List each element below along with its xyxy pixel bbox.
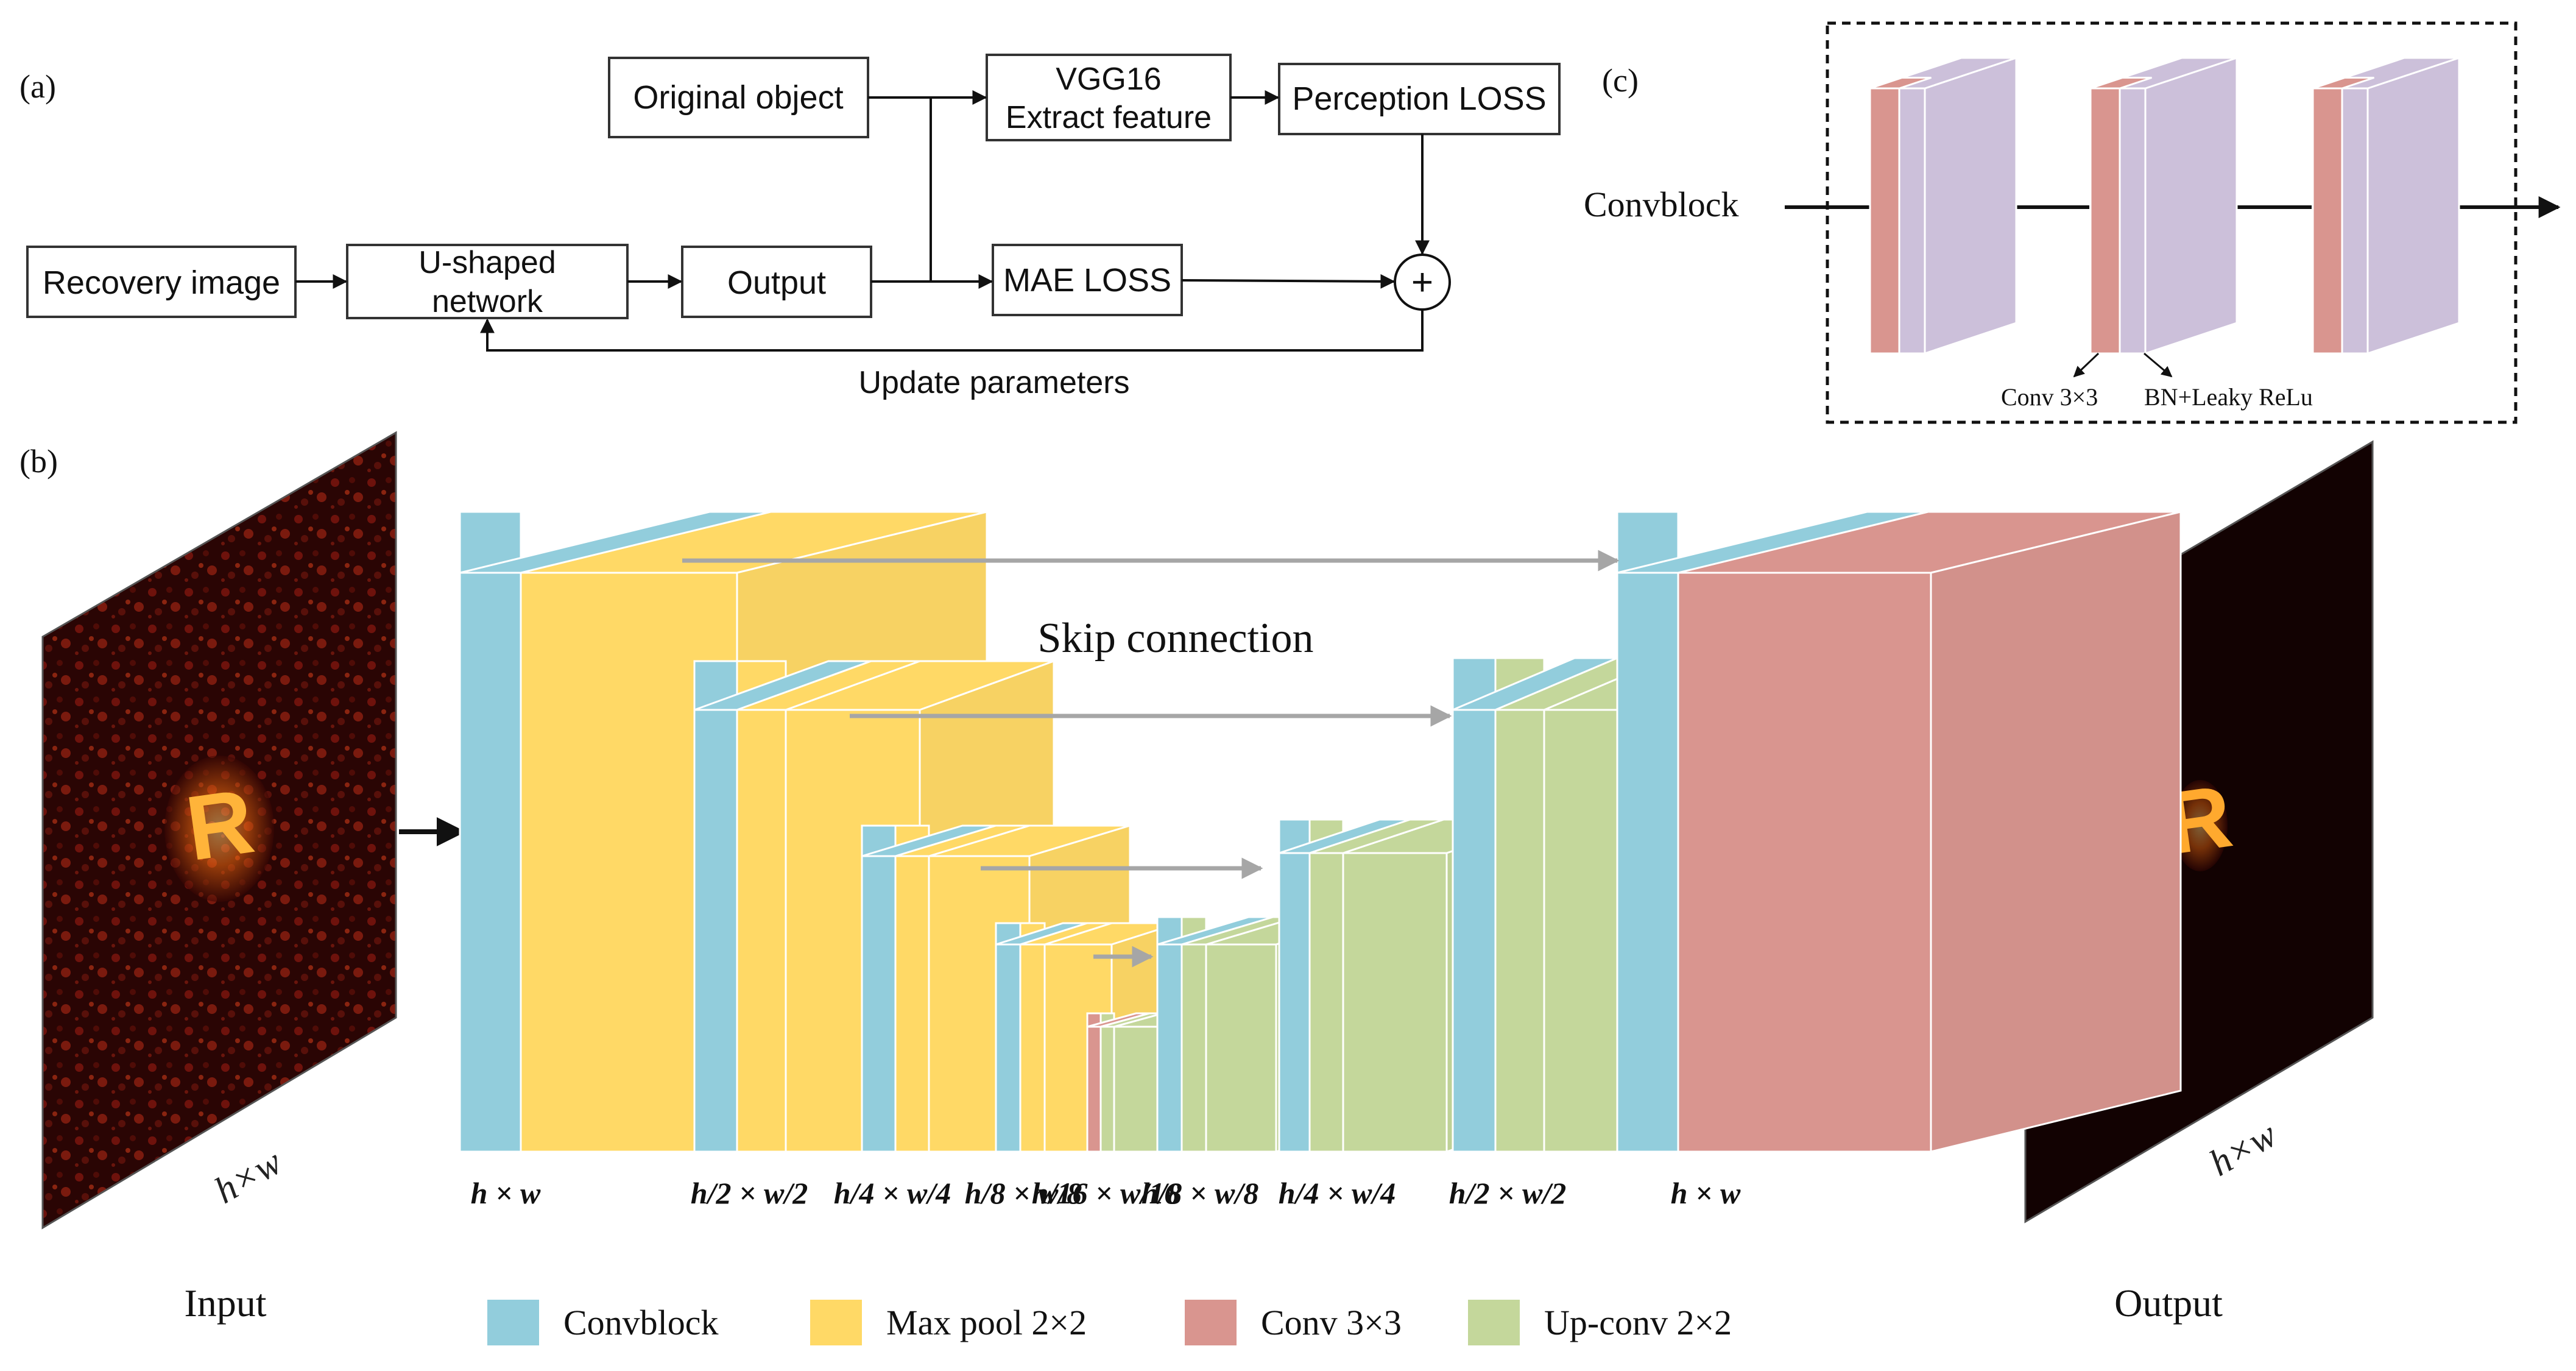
- enc-block-2-layer-maxpool: [736, 660, 787, 1153]
- vgg16-text-line2: Extract feature: [1006, 100, 1212, 135]
- panel-b: (b) R h×w R h×w Skip connection h × w h/2…: [19, 431, 2374, 1345]
- unet-box: [346, 244, 629, 319]
- dim-label-7: h/4 × w/4: [1279, 1176, 1396, 1210]
- dec-block-1: [1616, 511, 2182, 1153]
- enc-block-4-top-maxpool: [1020, 922, 1112, 946]
- original-object-text: Original object: [633, 79, 843, 116]
- convblock-frame: [1826, 21, 2518, 424]
- enc-block-1-top-convblock: [459, 511, 771, 574]
- legend-swatch: [487, 1300, 539, 1345]
- legend-item-3: Conv 3×3: [1185, 1300, 1402, 1345]
- perception-loss-box: [1278, 63, 1561, 135]
- convblock-unit-3: [2312, 56, 2460, 355]
- dim-label-4: h/8 × w/8: [965, 1176, 1082, 1210]
- dim-label-5: h/16 × w/16: [1032, 1176, 1179, 1210]
- enc-block-3-top-maxpool: [895, 824, 1030, 857]
- dec-block-1-top-convblock: [1617, 511, 1928, 574]
- panel-a: (a) Original object VGG16 Extract featur…: [19, 54, 1561, 400]
- bottleneck-block-layer-conv: [1086, 1012, 1102, 1153]
- dec-block-4-layer-convblock: [1156, 916, 1183, 1153]
- legend-label: Max pool 2×2: [886, 1303, 1087, 1342]
- input-glyph: R: [180, 769, 260, 879]
- arrow-output-to-vgg: [871, 90, 987, 283]
- enc-block-2-layer-convblock: [693, 660, 738, 1153]
- mae-loss-box: [992, 244, 1183, 316]
- input-label: Input: [184, 1281, 266, 1325]
- enc-block-2-top-maxpool: [736, 660, 920, 711]
- conv-layer: [2089, 87, 2121, 355]
- conv-layer: [2312, 87, 2343, 355]
- panel-c: (c) Convblock Conv 3×3 BN+Leaky ReLu: [1584, 21, 2561, 424]
- convblock-unit-1: [1869, 56, 2017, 355]
- mae-loss-text: MAE LOSS: [1003, 262, 1171, 299]
- enc-block-4-layer-convblock: [995, 922, 1022, 1153]
- original-object-box: [608, 57, 869, 138]
- bn-layer: [2366, 56, 2460, 355]
- legend-label: Up-conv 2×2: [1544, 1303, 1732, 1342]
- bn-label: BN+Leaky ReLu: [2144, 383, 2313, 411]
- conv-pointer: [2073, 352, 2100, 378]
- legend-swatch: [810, 1300, 862, 1345]
- skip-connection-label: Skip connection: [1038, 615, 1314, 662]
- enc-block-3-layer-convblock: [861, 824, 897, 1153]
- sum-symbol: +: [1411, 261, 1433, 303]
- dim-label-8: h/2 × w/2: [1449, 1176, 1566, 1210]
- legend-item-1: Convblock: [487, 1300, 719, 1345]
- panel-c-label: (c): [1602, 62, 1639, 99]
- vgg16-box: [986, 54, 1232, 141]
- update-parameters-label: Update parameters: [858, 365, 1129, 400]
- enc-block-1-layer-convblock: [459, 511, 522, 1153]
- panel-b-label: (b): [19, 443, 58, 480]
- convblock-title: Convblock: [1584, 185, 1739, 224]
- vgg16-text-line1: VGG16: [1056, 62, 1161, 97]
- output-label: Output: [2114, 1281, 2223, 1325]
- bottleneck-block-layer-upconv: [1099, 1012, 1115, 1153]
- bn-front: [1898, 87, 1926, 355]
- legend-label: Conv 3×3: [1261, 1303, 1402, 1342]
- conv-label: Conv 3×3: [2001, 383, 2098, 411]
- unet-text-line2: network: [432, 284, 543, 319]
- enc-block-4-layer-maxpool: [1019, 922, 1046, 1153]
- panel-a-label: (a): [19, 68, 56, 105]
- bn-layer: [1924, 56, 2017, 355]
- dec-block-2-layer-upconv: [1494, 657, 1545, 1153]
- unet-text-line1: U-shaped: [418, 245, 556, 280]
- legend-item-4: Up-conv 2×2: [1468, 1300, 1732, 1345]
- convblock-unit-2: [2089, 56, 2238, 355]
- perception-loss-text: Perception LOSS: [1292, 80, 1546, 117]
- dec-block-1-layer-convblock: [1616, 511, 1679, 1153]
- enc-block-3-layer-maxpool: [894, 824, 930, 1153]
- input-image: R h×w: [41, 431, 397, 1230]
- dim-label-2: h/2 × w/2: [691, 1176, 808, 1210]
- dec-block-3-top-upconv: [1309, 818, 1444, 854]
- bn-pointer: [2144, 352, 2173, 378]
- legend: Convblock Max pool 2×2 Conv 3×3 Up-conv 2×2: [487, 1300, 1732, 1345]
- legend-item-2: Max pool 2×2: [810, 1300, 1087, 1345]
- legend-swatch: [1468, 1300, 1520, 1345]
- dec-block-3-layer-convblock: [1278, 818, 1311, 1153]
- dec-block-4-layer-upconv: [1180, 916, 1207, 1153]
- dim-label-6: h/8 × w/8: [1142, 1176, 1258, 1210]
- dim-label-9: h × w: [1671, 1176, 1741, 1210]
- bn-layer: [2144, 56, 2238, 355]
- bn-front: [2341, 87, 2369, 355]
- dim-label-1: h × w: [471, 1176, 541, 1210]
- dim-label-3: h/4 × w/4: [834, 1176, 951, 1210]
- input-size-label: h×w: [208, 1141, 289, 1212]
- arrow-mae-to-sum: [1181, 274, 1396, 289]
- arrow-feedback-update: [480, 310, 1424, 352]
- legend-swatch: [1185, 1300, 1237, 1345]
- conv-layer: [1869, 87, 1900, 355]
- output-size-label: h×w: [2203, 1114, 2284, 1185]
- legend-label: Convblock: [563, 1303, 719, 1342]
- dec-block-1-layer-conv: [1677, 511, 2182, 1153]
- recovery-image-text: Recovery image: [43, 264, 280, 301]
- output-text: Output: [727, 264, 826, 301]
- dec-block-2-layer-convblock: [1452, 657, 1497, 1153]
- bn-front: [2119, 87, 2147, 355]
- dec-block-3-layer-upconv: [1308, 818, 1344, 1153]
